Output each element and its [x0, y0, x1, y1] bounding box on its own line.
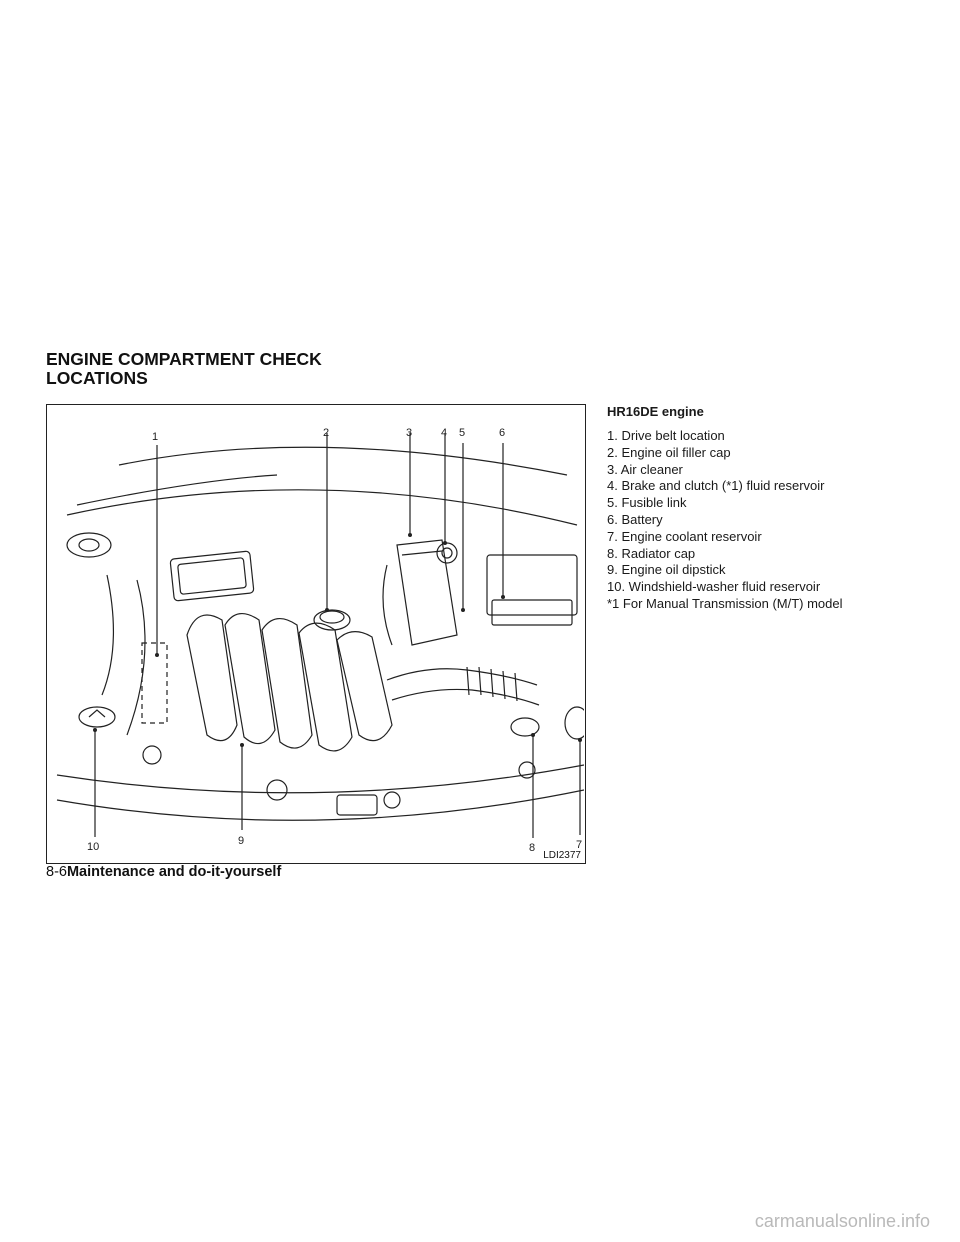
callout-4: 4: [441, 427, 448, 439]
engine-compartment-illustration: 1 2 3 4 5 6 7 8 9 10 LDI2377: [46, 404, 586, 864]
figure-code: LDI2377: [543, 850, 581, 861]
section-title-line-2: LOCATIONS: [46, 368, 148, 388]
callout-3: 3: [406, 427, 413, 439]
callout-6: 6: [499, 427, 506, 439]
legend-heading: HR16DE engine: [607, 404, 704, 419]
callout-9: 9: [238, 835, 245, 847]
callout-8: 8: [529, 842, 536, 854]
legend-item: 9. Engine oil dipstick: [607, 562, 726, 578]
engine-line-drawing: [56, 433, 584, 838]
legend-item: 6. Battery: [607, 511, 663, 527]
legend: HR16DE engine 1. Drive belt location 2. …: [607, 404, 927, 613]
page-number: 8-6: [46, 864, 67, 880]
legend-item: 5. Fusible link: [607, 495, 687, 511]
chapter-title: Maintenance and do-it-yourself: [66, 864, 282, 880]
legend-item: 8. Radiator cap: [607, 545, 696, 561]
legend-item: 4. Brake and clutch (*1) fluid reservoir: [607, 478, 825, 494]
callout-7: 7: [576, 839, 583, 851]
legend-item: 1. Drive belt location: [607, 428, 725, 443]
legend-item: 7. Engine coolant reservoir: [607, 528, 762, 544]
legend-item: 3. Air cleaner: [607, 461, 683, 477]
legend-footnote: *1 For Manual Transmission (M/T) model: [607, 595, 843, 611]
section-title: ENGINE COMPARTMENT CHECK LOCATIONS: [46, 350, 446, 388]
page-footer: 8-6Maintenance and do-it-yourself: [46, 864, 281, 880]
callout-1: 1: [152, 431, 159, 443]
callout-2: 2: [323, 427, 330, 439]
legend-item: 10. Windshield-washer fluid reservoir: [607, 579, 821, 595]
watermark: carmanualsonline.info: [754, 1211, 930, 1231]
legend-item: 2. Engine oil filler cap: [607, 444, 731, 460]
callout-5: 5: [459, 427, 466, 439]
callout-10: 10: [87, 841, 100, 853]
section-title-line-1: ENGINE COMPARTMENT CHECK: [46, 349, 322, 369]
